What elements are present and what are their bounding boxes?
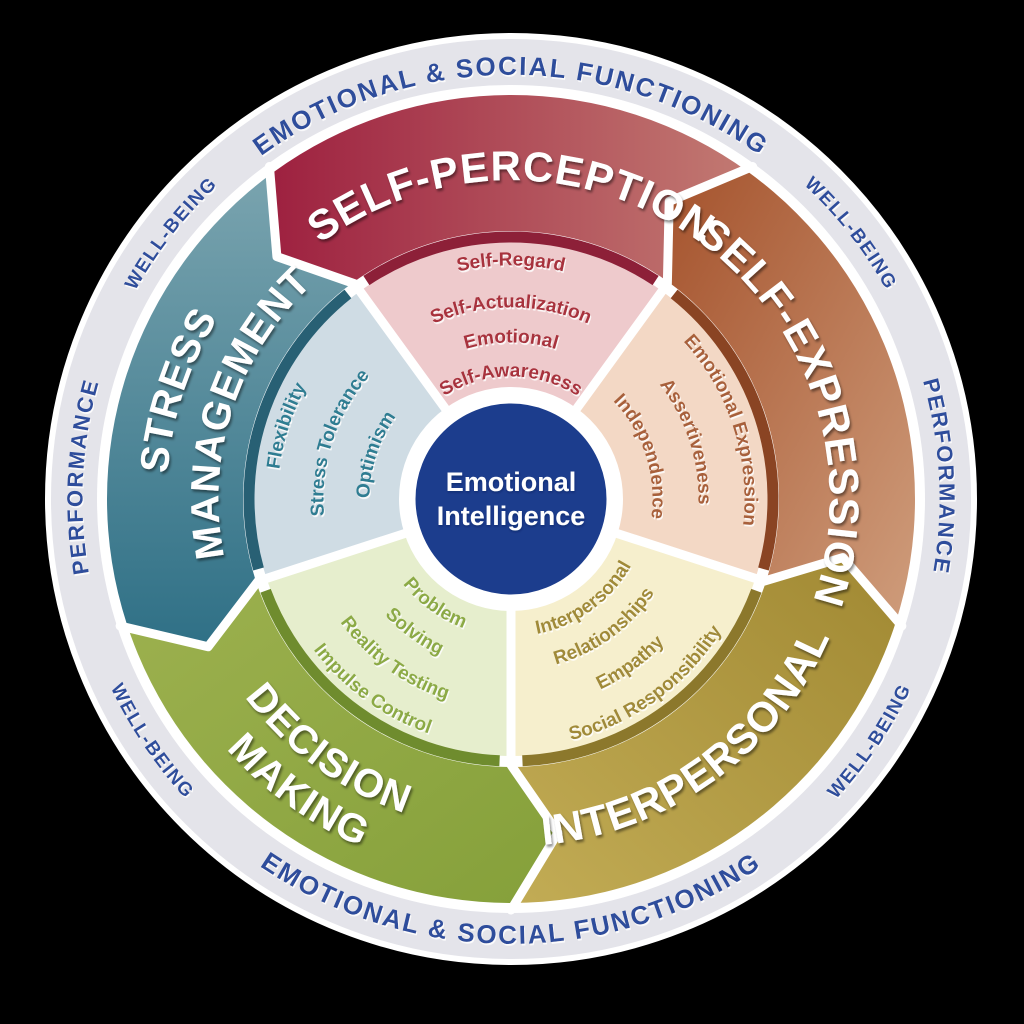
segment-gap-0 [567,161,758,420]
segment-gap-2 [506,598,563,915]
segment-self-perception-inner-area [359,241,663,409]
segment-self-perception-separator-arc [363,231,659,286]
segment-self-expression-band [668,172,916,624]
segment-interpersonal-separator-arc [522,588,762,767]
segment-self-expression-inner-area [576,291,768,579]
segment-gap-4 [264,161,455,420]
segment-stress-management-band [106,172,354,647]
segment-stress-management-separator-arc [243,289,352,571]
segment-decision-making-separator-arc [260,588,500,767]
segment-interpersonal-inner-area [511,533,756,756]
segment-decision-making-inner-area [266,533,511,756]
segment-self-expression-separator-arc [670,289,779,571]
segment-self-perception-band [273,94,749,283]
segment-stress-management-inner-area [253,291,446,579]
center-label-line2: Intelligence [437,501,586,531]
segment-decision-making-band [126,581,558,903]
center-label-line1: Emotional [446,467,577,497]
segment-interpersonal-band [511,557,896,903]
segment-gap-1 [605,526,907,631]
segment-gap-3 [115,526,417,652]
center-circle [410,398,612,600]
